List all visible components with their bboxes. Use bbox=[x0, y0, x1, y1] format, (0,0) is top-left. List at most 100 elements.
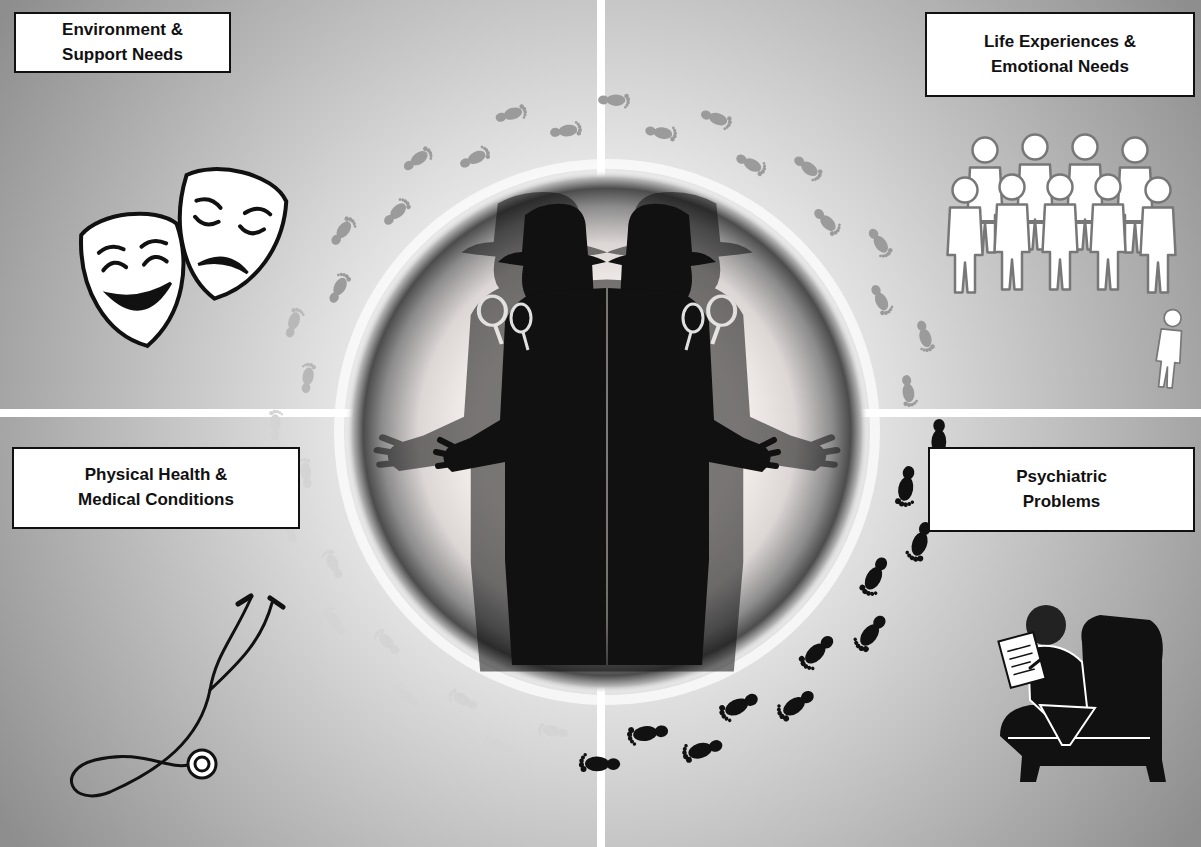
footprint bbox=[626, 722, 669, 747]
footprint bbox=[699, 107, 734, 131]
footprint-toe bbox=[400, 683, 404, 687]
footprint-sole bbox=[299, 462, 312, 481]
detective-pair bbox=[436, 204, 778, 665]
footprint-heel bbox=[606, 758, 620, 770]
footprint-toe bbox=[332, 607, 336, 611]
footprint-heel bbox=[645, 126, 657, 137]
footprint-toe bbox=[879, 254, 883, 258]
category-box: Physical Health & Medical Conditions bbox=[12, 447, 300, 529]
footprint-heel bbox=[557, 728, 568, 738]
footprint bbox=[912, 319, 936, 354]
footprint-sole bbox=[606, 94, 625, 106]
footprint-heel bbox=[735, 153, 749, 166]
mask-eyes bbox=[194, 215, 264, 236]
armchair-seam bbox=[1008, 737, 1150, 739]
stethoscope-chestpiece bbox=[195, 757, 209, 771]
mask-mouth bbox=[198, 253, 249, 275]
footprint bbox=[811, 204, 844, 237]
footprint-sole bbox=[541, 724, 561, 738]
footprint-toe bbox=[488, 734, 491, 737]
category-label: Life Experiences & Emotional Needs bbox=[960, 30, 1160, 79]
therapist-figure bbox=[998, 605, 1166, 782]
footprint-heel bbox=[408, 696, 421, 709]
person-figure bbox=[995, 175, 1030, 290]
footprint bbox=[717, 689, 762, 724]
footprint-heel bbox=[818, 633, 836, 651]
footprint-toe bbox=[480, 145, 484, 149]
footprint-heel bbox=[871, 613, 888, 631]
footprint bbox=[549, 120, 583, 139]
mask-eyes bbox=[103, 255, 167, 270]
footprint-toe bbox=[890, 305, 894, 309]
disc-halo bbox=[339, 164, 875, 700]
lonely-person bbox=[1153, 308, 1185, 388]
footprint bbox=[579, 753, 621, 773]
footprint-heel bbox=[328, 291, 341, 305]
footprint-sole bbox=[632, 725, 658, 743]
category-label: Physical Health & Medical Conditions bbox=[56, 463, 256, 512]
footprint-heel bbox=[867, 227, 880, 241]
footprint-heel bbox=[700, 109, 713, 121]
footprint-toe bbox=[373, 637, 377, 641]
footprint bbox=[598, 93, 630, 108]
footprint bbox=[269, 410, 284, 441]
person-figure bbox=[1141, 178, 1176, 293]
footprint-sole bbox=[269, 414, 280, 432]
footprint-heel bbox=[708, 738, 724, 753]
mask-face bbox=[77, 207, 195, 353]
footprint-heel bbox=[743, 692, 760, 708]
mask-mouth bbox=[107, 283, 173, 313]
footprint-toe bbox=[583, 753, 587, 757]
footprint-heel bbox=[933, 419, 945, 433]
stethoscope bbox=[71, 596, 283, 796]
therapist-legs bbox=[1040, 705, 1095, 745]
footprint bbox=[734, 149, 769, 177]
footprint-heel bbox=[873, 555, 890, 572]
clipboard-sheet bbox=[998, 632, 1045, 688]
footprint-toe bbox=[915, 400, 918, 403]
footprint bbox=[850, 610, 890, 654]
footprint-heel bbox=[812, 207, 826, 221]
detective-shadow-left bbox=[378, 192, 608, 672]
detective-right bbox=[608, 204, 778, 665]
detective-left bbox=[436, 204, 606, 665]
footprint-toe bbox=[540, 734, 543, 737]
footprint-heel bbox=[302, 478, 312, 489]
footprint-heel bbox=[271, 430, 280, 440]
footprint-toe bbox=[398, 198, 402, 202]
footprint-heel bbox=[329, 233, 343, 247]
mask-brows bbox=[196, 196, 271, 219]
footprint-heel bbox=[550, 127, 562, 137]
footprint bbox=[320, 604, 349, 637]
footprint-toe bbox=[838, 223, 842, 227]
footprint-toe bbox=[853, 637, 858, 642]
footprint-heel bbox=[901, 375, 911, 387]
footprint bbox=[868, 282, 895, 317]
clipboard-lines bbox=[1007, 645, 1036, 674]
people-group bbox=[948, 135, 1186, 389]
footprint bbox=[481, 733, 514, 756]
footprint bbox=[796, 632, 839, 674]
footprint-toe bbox=[905, 550, 909, 554]
footprint-heel bbox=[284, 326, 295, 338]
stethoscope-chestpiece bbox=[188, 750, 216, 778]
footprint bbox=[494, 103, 529, 127]
footprint bbox=[773, 684, 818, 723]
footprint-toe bbox=[624, 106, 627, 109]
footprint-heel bbox=[459, 157, 472, 170]
footprint-heel bbox=[495, 111, 508, 123]
footprint-toe bbox=[281, 413, 284, 416]
footprint bbox=[680, 734, 725, 764]
center-disc bbox=[345, 170, 869, 694]
footprint bbox=[790, 153, 824, 184]
footprint-toe bbox=[810, 666, 815, 671]
footprint-toe bbox=[429, 157, 433, 161]
footprint-heel bbox=[792, 154, 806, 168]
footprint-toe bbox=[684, 744, 688, 748]
footprint bbox=[319, 548, 345, 582]
footprint-heel bbox=[466, 698, 479, 710]
category-box: Psychiatric Problems bbox=[928, 447, 1195, 532]
person-figure bbox=[948, 178, 983, 293]
